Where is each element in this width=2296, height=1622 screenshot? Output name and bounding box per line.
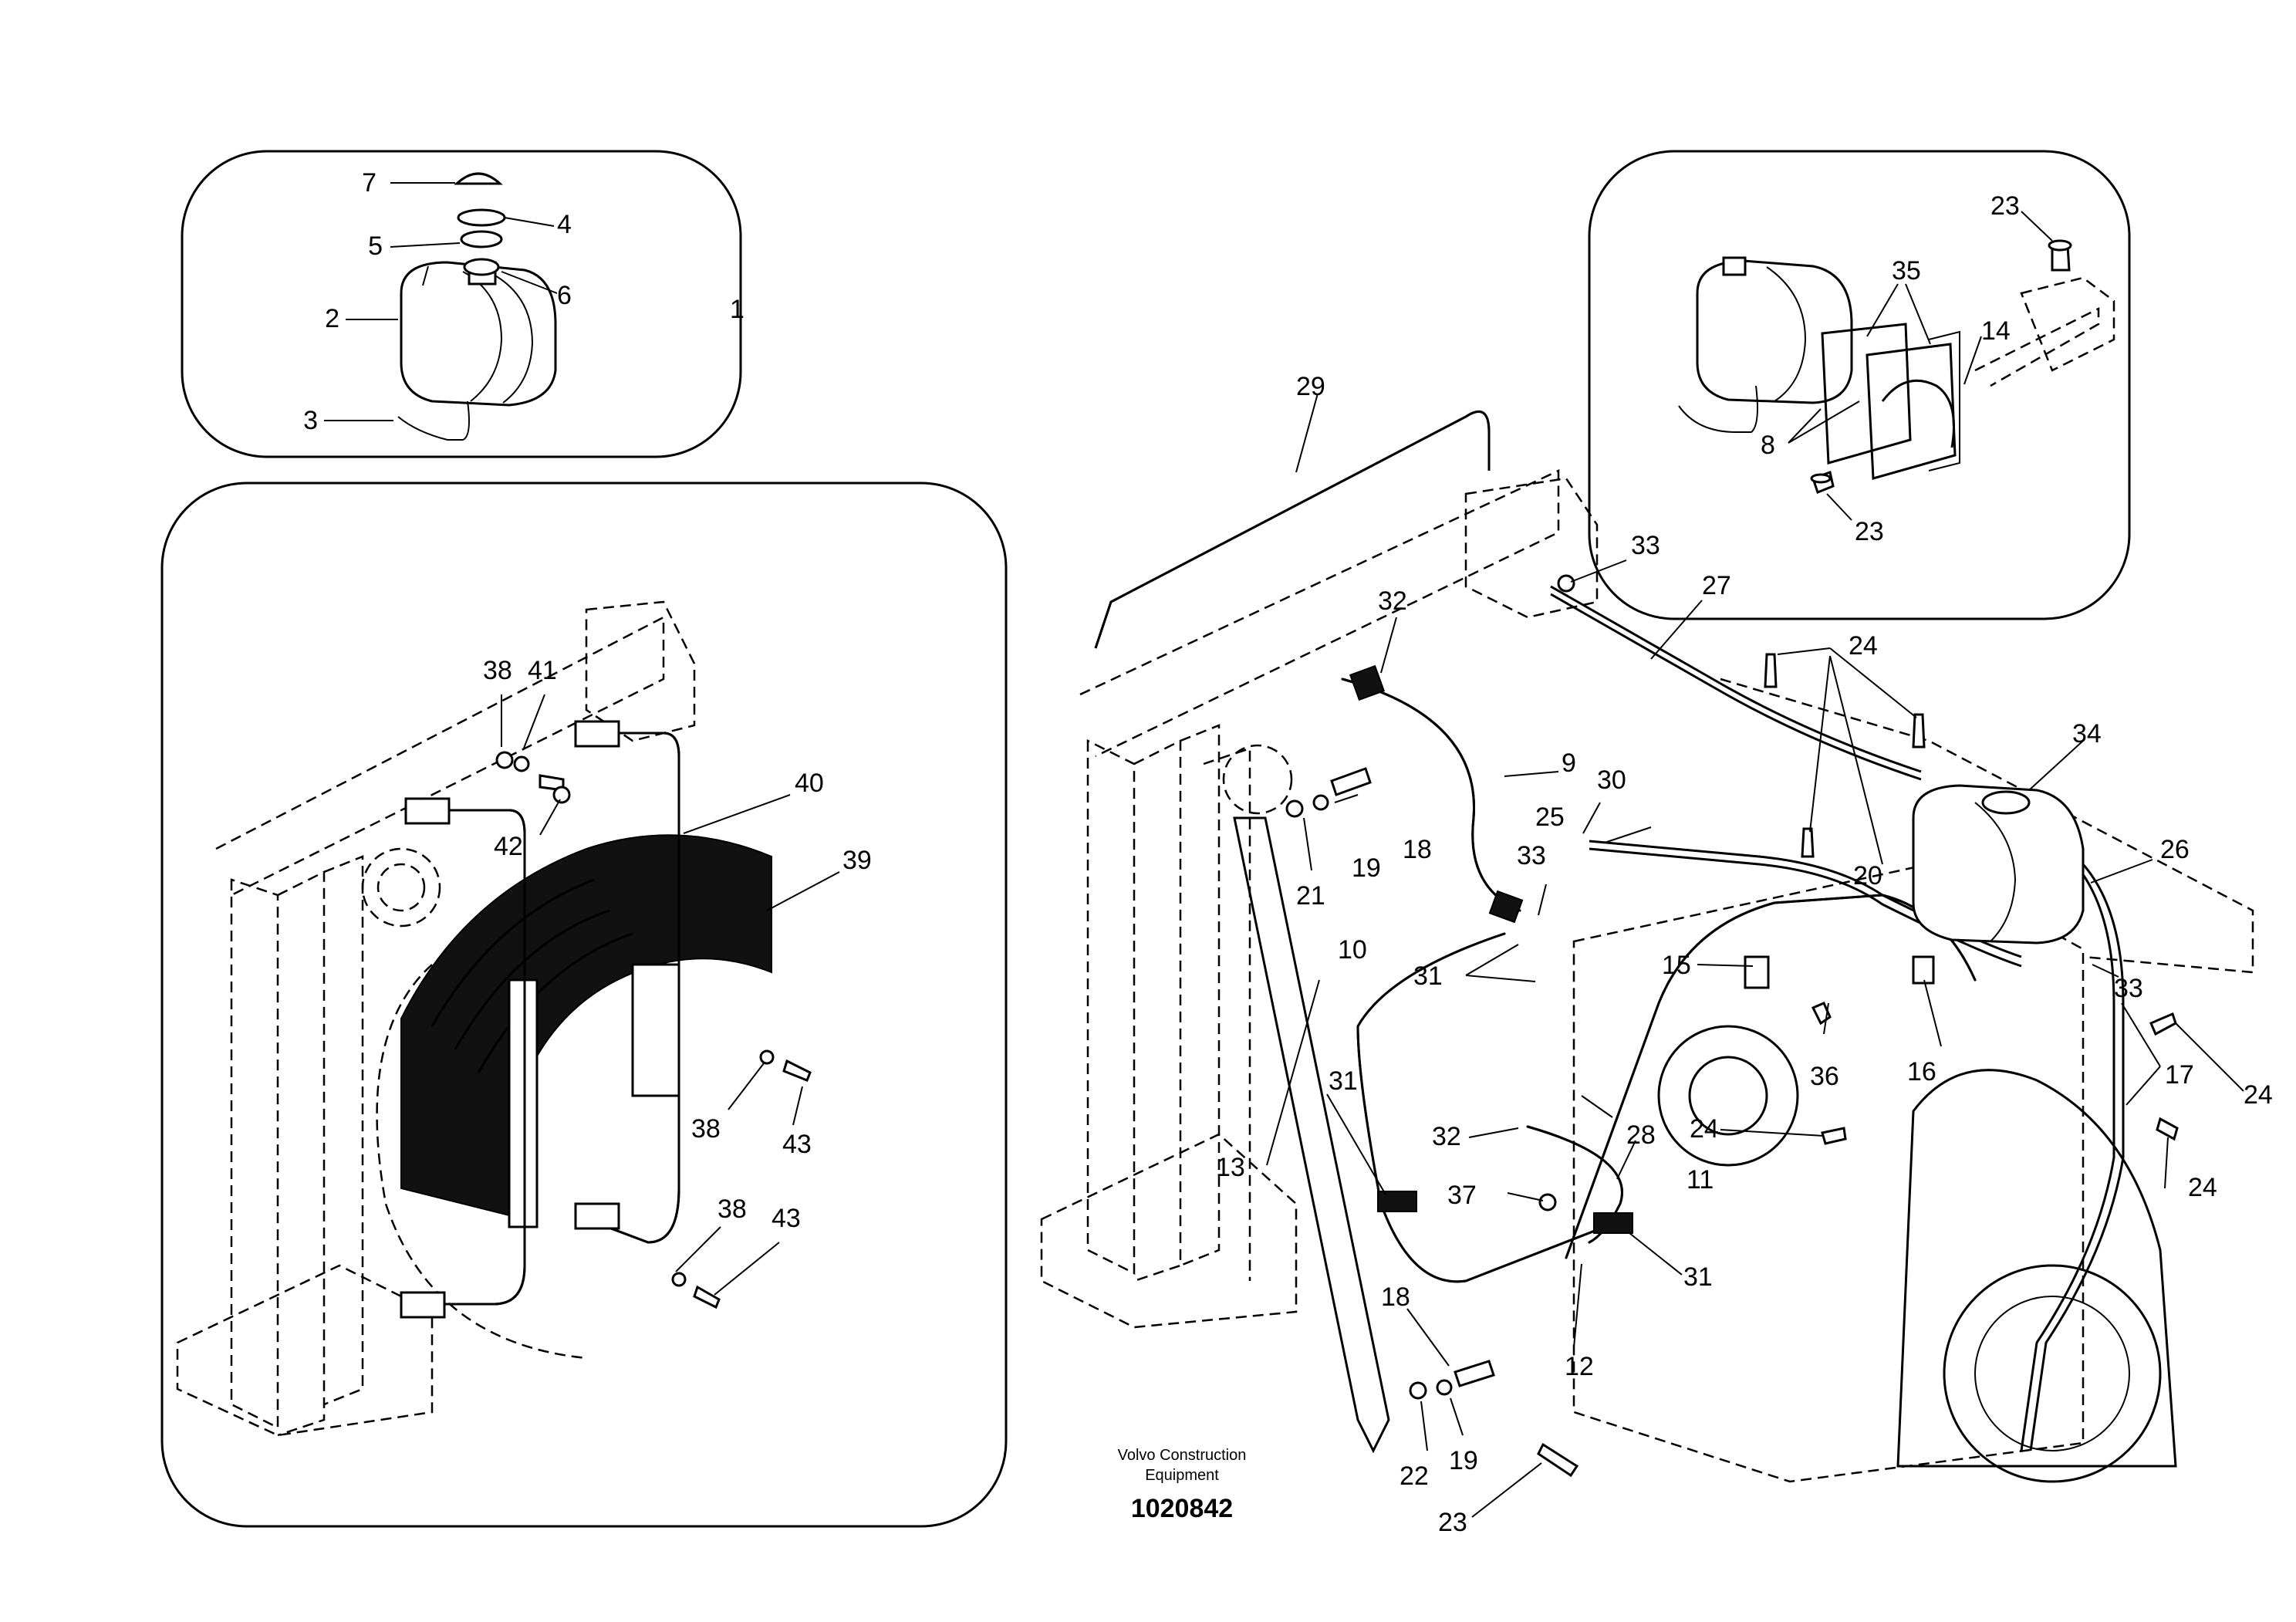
callout-label: 39 xyxy=(842,846,872,875)
callout-label: 34 xyxy=(2072,719,2102,748)
callout-label: 41 xyxy=(528,656,557,685)
callout-label: 8 xyxy=(1761,431,1775,460)
callout-label: 5 xyxy=(368,231,383,261)
company-name-line1: Volvo Construction xyxy=(1118,1447,1247,1464)
callout-label: 9 xyxy=(1562,748,1576,778)
main-callout-leaders xyxy=(1266,393,2244,1518)
callout-label: 35 xyxy=(1892,256,1921,286)
detail-panel-fan-guard xyxy=(160,482,1008,1528)
drawing-number: 1020842 xyxy=(1131,1494,1233,1523)
detail-panel-expansion-tank-callouts: 7 4 5 6 2 1 3 xyxy=(303,168,745,435)
callout-label: 3 xyxy=(303,406,318,435)
callout-label: 16 xyxy=(1907,1057,1936,1086)
callout-label: 43 xyxy=(772,1204,801,1233)
callout-label: 27 xyxy=(1702,571,1731,600)
callout-label: 32 xyxy=(1432,1122,1461,1151)
company-name-line2: Equipment xyxy=(1145,1467,1219,1484)
callout-label: 43 xyxy=(782,1130,812,1159)
callout-label: 6 xyxy=(557,281,572,310)
callout-label: 1 xyxy=(730,295,745,324)
callout-label: 30 xyxy=(1597,765,1626,795)
callout-label: 26 xyxy=(2160,835,2190,864)
callout-label: 31 xyxy=(1413,961,1443,991)
callout-label: 36 xyxy=(1810,1062,1839,1091)
callout-label: 23 xyxy=(1438,1508,1467,1537)
callout-label: 37 xyxy=(1447,1181,1477,1210)
callout-label: 22 xyxy=(1400,1461,1429,1491)
detail-panel-tank-mounting-callouts: 23 35 14 8 23 xyxy=(1761,191,2053,546)
callout-label: 2 xyxy=(325,304,339,333)
callout-label: 19 xyxy=(1449,1446,1478,1475)
callout-label: 15 xyxy=(1662,951,1691,980)
callout-label: 18 xyxy=(1403,835,1432,864)
callout-label: 24 xyxy=(2244,1080,2273,1110)
callout-label: 11 xyxy=(1687,1165,1714,1195)
callout-label: 20 xyxy=(1853,861,1882,890)
callout-label: 32 xyxy=(1378,586,1407,616)
detail-panel-tank-mounting xyxy=(1588,150,2131,620)
callout-label: 7 xyxy=(362,168,376,198)
callout-label: 31 xyxy=(1683,1262,1713,1292)
callout-label: 38 xyxy=(691,1114,721,1144)
callout-label: 28 xyxy=(1626,1120,1656,1150)
callout-label: 18 xyxy=(1381,1282,1410,1312)
drawing-footer: Volvo Construction Equipment 1020842 xyxy=(1118,1447,1247,1523)
callout-label: 13 xyxy=(1216,1153,1245,1182)
callout-label: 19 xyxy=(1352,853,1381,883)
detail-panel-fan-guard-callouts: 38 41 40 39 42 38 43 38 43 xyxy=(483,656,872,1296)
callout-label: 10 xyxy=(1338,935,1367,965)
callout-label: 23 xyxy=(1855,517,1884,546)
callout-label: 29 xyxy=(1296,372,1325,401)
callout-label: 33 xyxy=(2114,974,2143,1003)
callout-label: 25 xyxy=(1535,803,1565,832)
callout-label: 24 xyxy=(1849,631,1878,661)
detail-panel-expansion-tank xyxy=(181,150,742,458)
callout-label: 12 xyxy=(1565,1352,1594,1381)
callout-label: 33 xyxy=(1631,531,1660,560)
main-callouts: 29 33 27 32 24 9 18 30 34 25 19 21 33 26… xyxy=(1216,372,2273,1537)
callout-label: 17 xyxy=(2165,1060,2194,1090)
callout-label: 31 xyxy=(1329,1066,1358,1096)
main-assembly xyxy=(1040,410,2254,1483)
callout-label: 4 xyxy=(557,210,572,239)
callout-label: 42 xyxy=(494,832,523,861)
callout-label: 38 xyxy=(718,1195,747,1224)
callout-label: 24 xyxy=(1690,1114,1719,1144)
callout-label: 14 xyxy=(1981,316,2011,346)
callout-label: 24 xyxy=(2188,1173,2217,1202)
callout-label: 21 xyxy=(1296,881,1325,911)
callout-label: 40 xyxy=(795,769,824,798)
callout-label: 38 xyxy=(483,656,512,685)
callout-label: 23 xyxy=(1990,191,2020,221)
callout-label: 33 xyxy=(1517,841,1546,870)
